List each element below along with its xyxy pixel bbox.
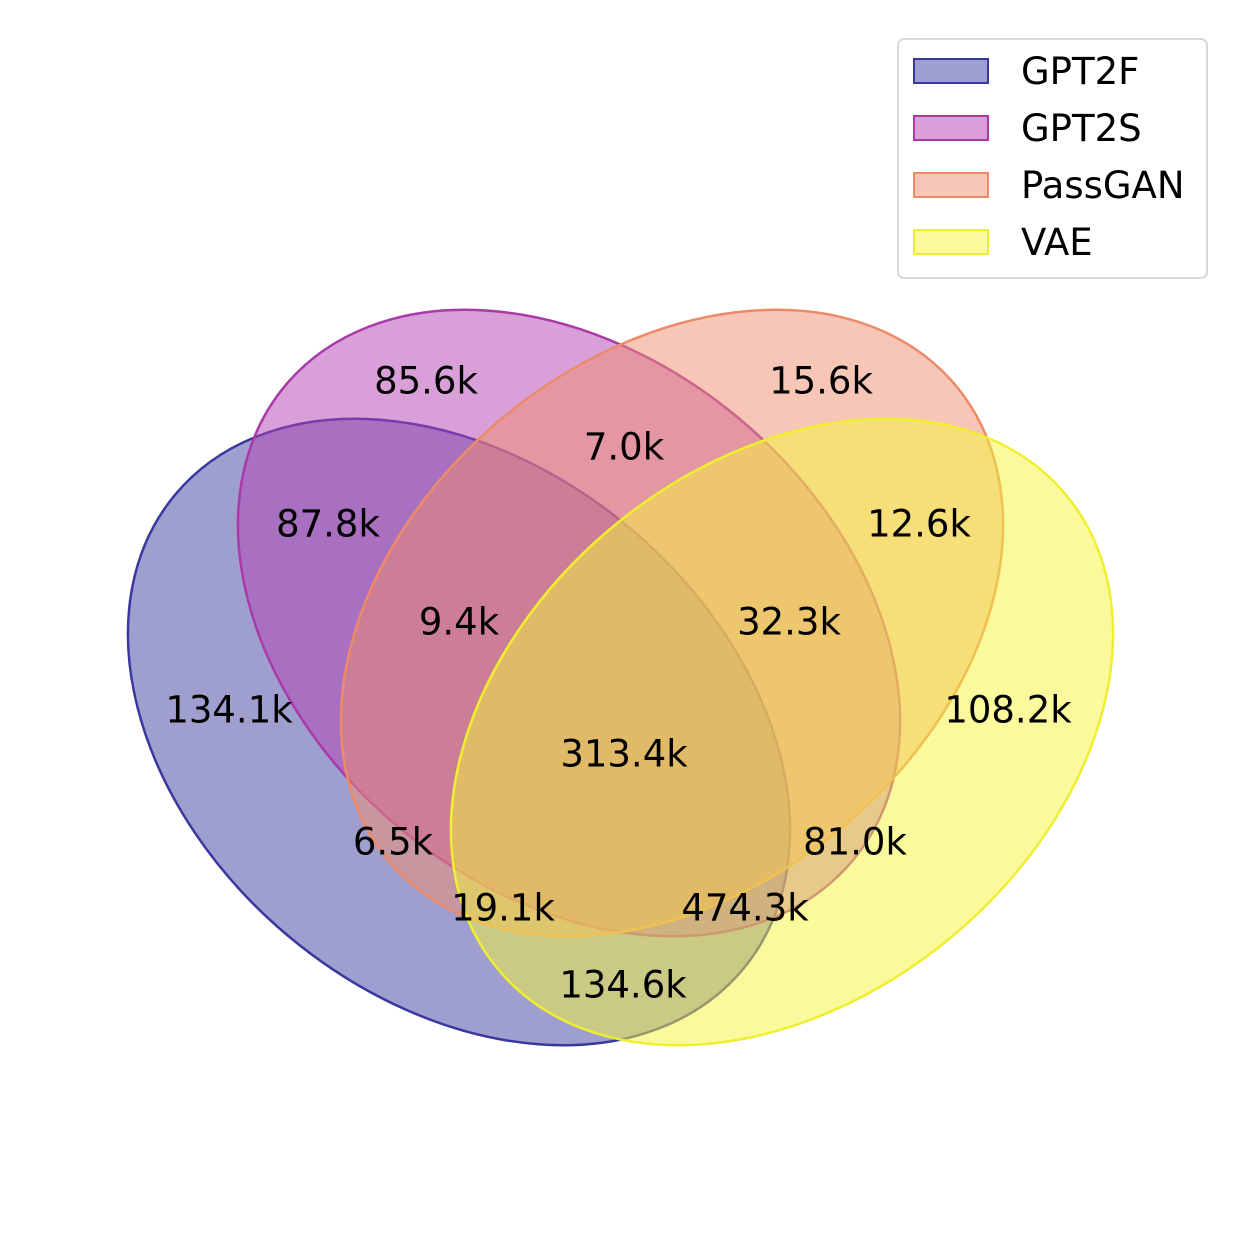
ellipse-vae — [449, 417, 1115, 1047]
legend-label-gpt2s: GPT2S — [1021, 106, 1142, 150]
region-gpt2s-passgan-vae: 32.3k — [737, 601, 841, 644]
legend-item-gpt2s: GPT2S — [913, 106, 1142, 150]
legend-label-passgan: PassGAN — [1021, 163, 1185, 207]
legend: GPT2F GPT2S PassGAN VAE — [897, 38, 1208, 279]
legend-item-gpt2f: GPT2F — [913, 49, 1140, 93]
region-gpt2f-gpt2s: 87.8k — [276, 503, 380, 546]
legend-swatch-gpt2f — [913, 58, 989, 84]
region-vae-only: 108.2k — [944, 689, 1072, 732]
legend-swatch-gpt2s — [913, 115, 989, 141]
region-gpt2f-passgan: 6.5k — [353, 821, 434, 864]
legend-swatch-vae — [913, 229, 989, 255]
region-gpt2s-vae: 81.0k — [803, 821, 907, 864]
region-passgan-only: 15.6k — [769, 360, 873, 403]
region-passgan-vae: 12.6k — [867, 503, 971, 546]
region-gpt2f-gpt2s-passgan: 9.4k — [419, 601, 500, 644]
legend-swatch-passgan — [913, 172, 989, 198]
legend-item-passgan: PassGAN — [913, 163, 1185, 207]
region-gpt2s-only: 85.6k — [374, 360, 478, 403]
region-gpt2f-only: 134.1k — [165, 689, 293, 732]
region-gpt2f-gpt2s-vae: 474.3k — [681, 887, 809, 930]
region-gpt2f-vae: 134.6k — [559, 964, 687, 1007]
region-all-four: 313.4k — [560, 733, 688, 776]
region-gpt2s-passgan: 7.0k — [584, 426, 665, 469]
legend-item-vae: VAE — [913, 220, 1093, 264]
region-gpt2f-passgan-vae: 19.1k — [451, 887, 555, 930]
legend-label-vae: VAE — [1021, 220, 1093, 264]
legend-label-gpt2f: GPT2F — [1021, 49, 1140, 93]
